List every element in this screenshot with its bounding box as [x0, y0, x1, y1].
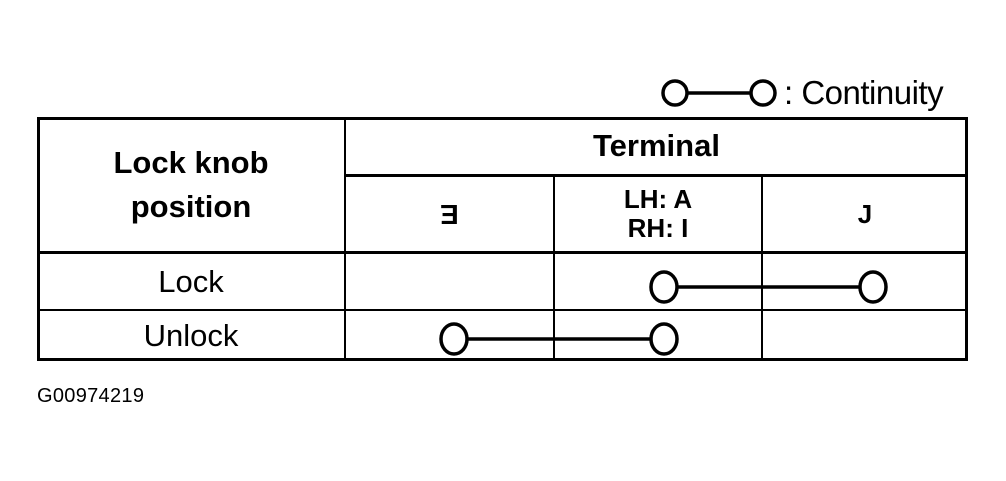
col-divider-2 — [553, 175, 555, 361]
table-border-bottom — [37, 358, 968, 361]
continuity-symbol-icon — [661, 79, 777, 107]
figure-id-caption: G00974219 — [37, 385, 145, 407]
table-border-right — [965, 117, 968, 361]
col-divider-3 — [761, 175, 763, 361]
row-divider — [37, 309, 968, 311]
continuity-connections — [439, 270, 888, 356]
column-header-j: J — [857, 198, 873, 229]
column-header-rh: RH: I — [627, 213, 689, 243]
unlock-continuity-icon — [439, 322, 679, 356]
lock-continuity-icon — [649, 270, 888, 304]
row-header-line-1: Lock knob — [113, 145, 269, 180]
terminal-divider — [345, 174, 968, 177]
table-border-top — [37, 117, 968, 120]
legend-label: : Continuity — [784, 74, 944, 111]
column-header-a-i: LH: A RH: I — [554, 175, 762, 253]
continuity-table: Lock knob position Terminal E LH: A RH: … — [37, 117, 968, 361]
row-label-lock: Lock — [158, 264, 224, 299]
table-border-left — [37, 117, 40, 361]
row-label-unlock: Unlock — [143, 317, 239, 353]
col-divider-1 — [344, 117, 346, 361]
row-header-cell: Lock knob position — [37, 117, 345, 253]
continuity-legend: : Continuity — [660, 74, 944, 112]
row-header-line-2: position — [130, 189, 252, 224]
column-header-lh: LH: A — [623, 184, 693, 214]
terminal-group-header: Terminal — [593, 128, 720, 163]
header-bottom-divider — [37, 251, 968, 254]
